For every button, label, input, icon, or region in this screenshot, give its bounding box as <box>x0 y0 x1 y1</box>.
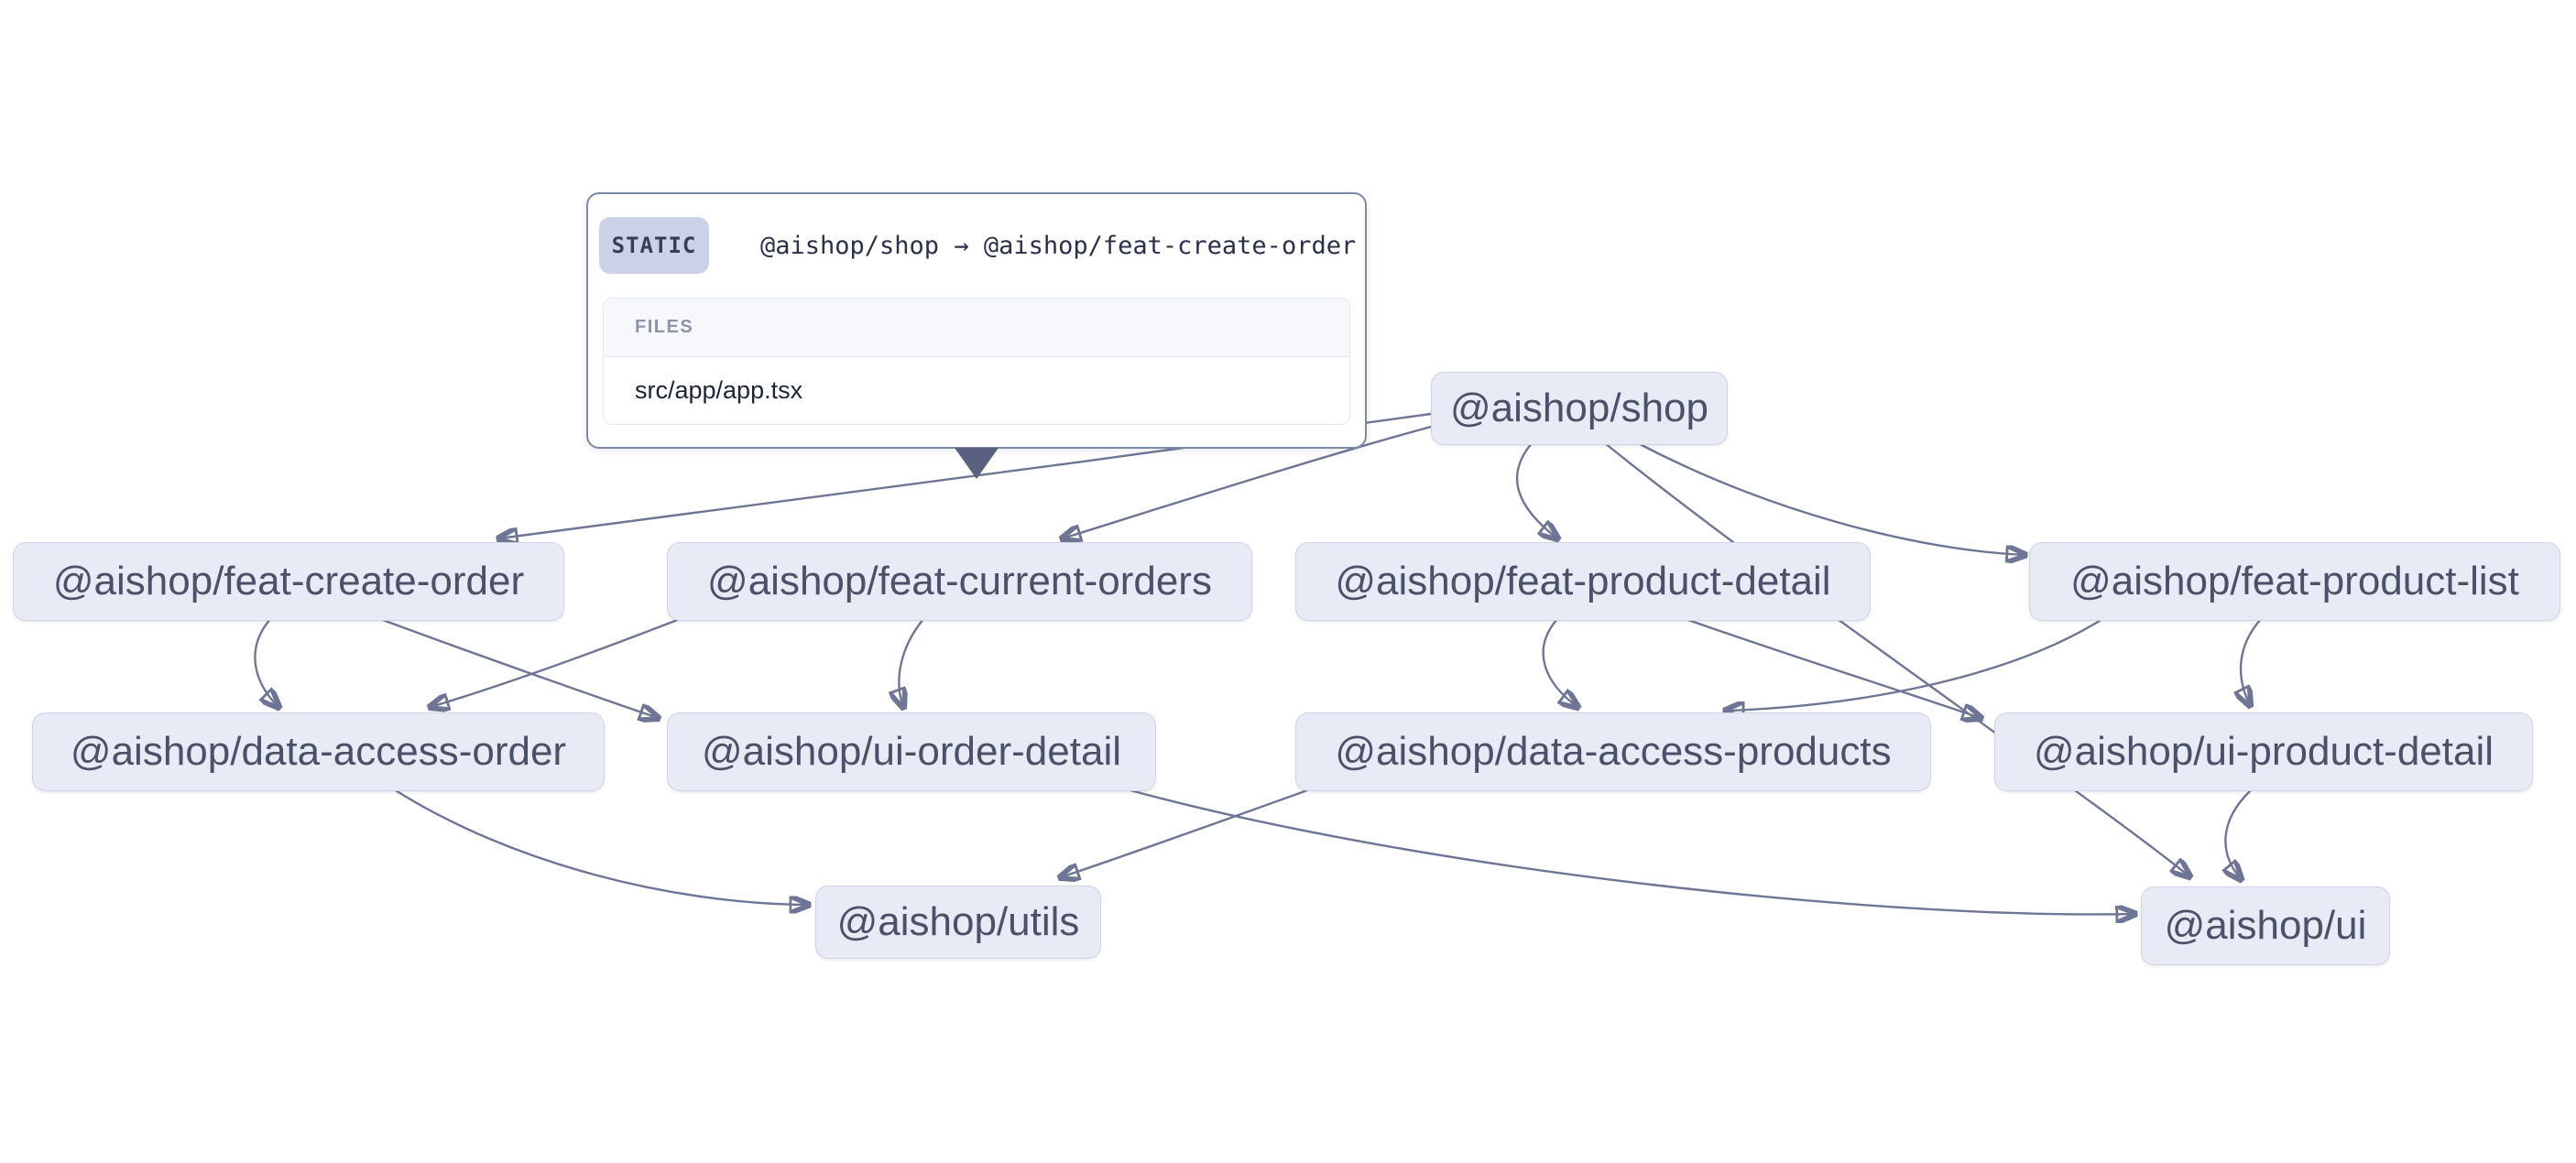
node-label: @aishop/feat-create-order <box>52 559 525 603</box>
edge-type-badge: STATIC <box>599 217 709 274</box>
file-path: src/app/app.tsx <box>635 375 803 404</box>
edge-feat-product-detail-to-ui-product-detail[interactable] <box>1685 617 1981 718</box>
edge-label: @aishop/shop → @aishop/feat-create-order <box>760 231 1357 260</box>
node-label: @aishop/feat-product-list <box>2070 559 2519 603</box>
node-ui-order-detail[interactable]: @aishop/ui-order-detail <box>667 712 1156 791</box>
edge-data-access-order-to-utils[interactable] <box>393 788 808 905</box>
edge-shop-to-feat-current-orders[interactable] <box>1063 425 1432 538</box>
node-utils[interactable]: @aishop/utils <box>815 886 1101 959</box>
edge-shop-to-feat-product-detail[interactable] <box>1515 442 1557 538</box>
edge-feat-current-orders-to-data-access-order[interactable] <box>431 617 681 707</box>
files-panel-header: FILES <box>604 299 1349 357</box>
files-panel: FILES src/app/app.tsx <box>603 298 1350 425</box>
edge-tooltip: STATIC @aishop/shop → @aishop/feat-creat… <box>586 192 1367 449</box>
node-shop[interactable]: @aishop/shop <box>1431 372 1728 445</box>
tooltip-header-row: STATIC @aishop/shop → @aishop/feat-creat… <box>599 217 1356 274</box>
node-feat-product-detail[interactable]: @aishop/feat-product-detail <box>1295 542 1871 621</box>
node-label: @aishop/shop <box>1450 386 1708 430</box>
edge-feat-product-list-to-data-access-products[interactable] <box>1726 617 2103 711</box>
node-label: @aishop/feat-product-detail <box>1335 559 1831 603</box>
node-label: @aishop/data-access-products <box>1335 729 1892 774</box>
node-label: @aishop/ui-order-detail <box>701 729 1121 774</box>
edge-ui-order-detail-to-ui[interactable] <box>1126 788 2134 914</box>
node-feat-current-orders[interactable]: @aishop/feat-current-orders <box>667 542 1252 621</box>
edge-shop-to-ui[interactable] <box>1604 442 2189 876</box>
node-label: @aishop/feat-current-orders <box>707 559 1212 603</box>
edge-feat-product-list-to-ui-product-detail[interactable] <box>2241 618 2262 705</box>
edge-shop-to-feat-product-list[interactable] <box>1637 441 2025 555</box>
node-feat-product-list[interactable]: @aishop/feat-product-list <box>2029 542 2560 621</box>
node-data-access-products[interactable]: @aishop/data-access-products <box>1295 712 1931 791</box>
node-label: @aishop/ui-product-detail <box>2033 729 2494 774</box>
edge-feat-create-order-to-ui-order-detail[interactable] <box>379 617 658 718</box>
node-label: @aishop/ui <box>2164 903 2367 948</box>
edge-feat-create-order-to-data-access-order[interactable] <box>254 618 278 707</box>
node-ui-product-detail[interactable]: @aishop/ui-product-detail <box>1994 712 2533 791</box>
edge-feat-current-orders-to-ui-order-detail[interactable] <box>899 618 924 707</box>
edge-ui-product-detail-to-ui[interactable] <box>2225 788 2253 879</box>
node-data-access-order[interactable]: @aishop/data-access-order <box>32 712 605 791</box>
node-label: @aishop/utils <box>836 899 1080 944</box>
edge-feat-product-detail-to-data-access-products[interactable] <box>1542 618 1577 707</box>
node-ui[interactable]: @aishop/ui <box>2141 886 2390 965</box>
node-label: @aishop/data-access-order <box>70 729 567 774</box>
edge-data-access-products-to-utils[interactable] <box>1061 788 1311 877</box>
tooltip-caret-icon <box>955 448 999 479</box>
node-feat-create-order[interactable]: @aishop/feat-create-order <box>13 542 564 621</box>
